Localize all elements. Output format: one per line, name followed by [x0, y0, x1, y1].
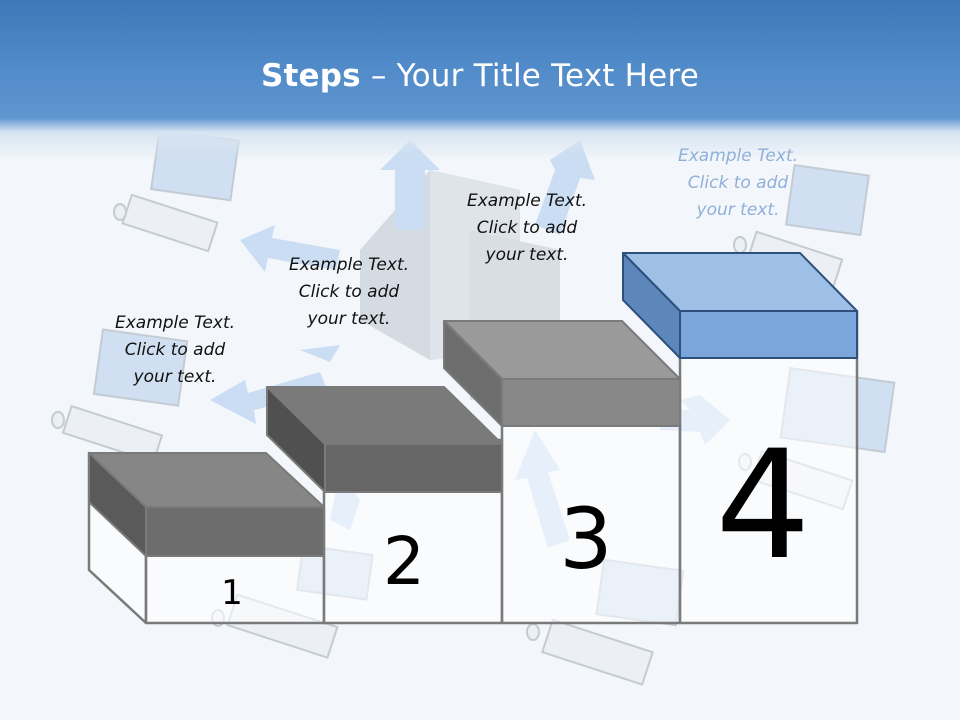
step-1-text[interactable]: Example Text. Click to add your text. — [95, 310, 255, 391]
step-4-column — [678, 309, 859, 625]
step-2-text-line-1: Example Text. — [288, 255, 410, 275]
step-1-block[interactable] — [88, 452, 325, 557]
step-1-number: 1 — [221, 573, 243, 613]
step-4-number: 4 — [715, 419, 810, 593]
step-3-number: 3 — [559, 490, 612, 588]
step-4-text-line-1: Example Text. — [677, 146, 799, 166]
step-3-block[interactable] — [443, 320, 681, 427]
title-band — [0, 0, 960, 160]
step-1-text-line-3: your text. — [133, 367, 217, 387]
step-1-text-line-1: Example Text. — [114, 313, 236, 333]
step-3-text-line-1: Example Text. — [466, 191, 588, 211]
step-1-text-line-2: Click to add — [124, 340, 226, 360]
step-4-text-line-2: Click to add — [687, 173, 789, 193]
step-3-text-line-2: Click to add — [476, 218, 578, 238]
title-bold: Steps — [260, 58, 361, 94]
step-3-text[interactable]: Example Text. Click to add your text. — [447, 188, 607, 269]
page-title[interactable]: Steps – Your Title Text Here — [0, 56, 960, 96]
step-4-block[interactable] — [622, 252, 858, 359]
step-4-text-line-3: your text. — [696, 200, 780, 220]
step-2-number: 2 — [383, 523, 425, 600]
title-rest: – Your Title Text Here — [360, 58, 699, 94]
step-3-text-line-3: your text. — [485, 245, 569, 265]
step-2-text-line-2: Click to add — [298, 282, 400, 302]
step-2-text-line-3: your text. — [307, 309, 391, 329]
step-4-text[interactable]: Example Text. Click to add your text. — [658, 143, 818, 224]
step-2-text[interactable]: Example Text. Click to add your text. — [269, 252, 429, 333]
step-2-block[interactable] — [266, 386, 503, 493]
